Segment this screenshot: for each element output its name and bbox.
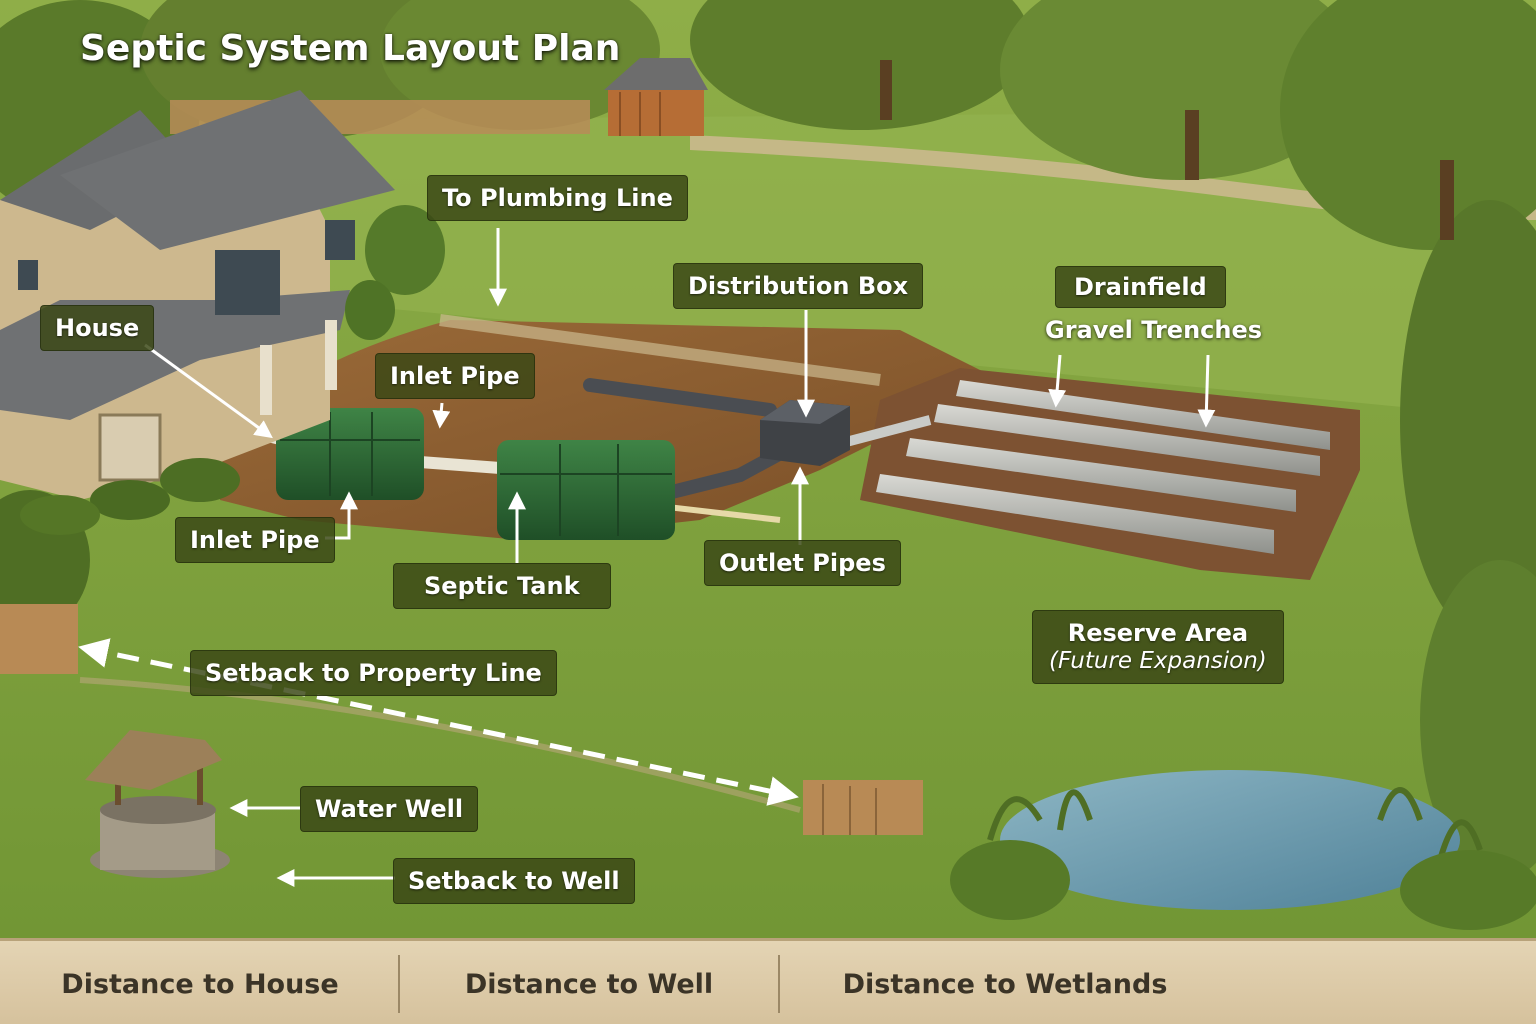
label-distribution-box-text: Distribution Box (688, 272, 909, 300)
label-drainfield: Drainfield (1055, 266, 1226, 308)
septic-tank-1 (276, 408, 424, 500)
background-trees (0, 0, 1536, 880)
label-distribution-box: Distribution Box (673, 263, 924, 309)
arrow-inlet-top (432, 402, 451, 429)
legend-distance-house: Distance to House (61, 968, 339, 1000)
arrow-house (144, 343, 273, 439)
label-house-text: House (55, 314, 140, 342)
label-water-well-text: Water Well (315, 795, 464, 823)
label-reserve-area-text: Reserve Area (1067, 619, 1249, 647)
label-setback-well: Setback to Well (393, 858, 635, 904)
label-setback-property-line-text: Setback to Property Line (205, 659, 542, 687)
shed (604, 58, 708, 136)
diagram-title: Septic System Layout Plan (80, 28, 621, 69)
label-setback-property-line: Setback to Property Line (190, 650, 557, 696)
label-to-plumbing-line: To Plumbing Line (427, 175, 688, 221)
label-inlet-pipe-left-text: Inlet Pipe (190, 526, 320, 554)
shrubs (20, 205, 445, 535)
legend-divider (778, 955, 780, 1013)
septic-tank-2 (497, 440, 675, 540)
label-setback-well-text: Setback to Well (408, 867, 620, 895)
distance-legend-bar: Distance to House Distance to Well Dista… (0, 938, 1536, 1024)
label-gravel-trenches: Gravel Trenches (1045, 316, 1263, 344)
label-future-expansion-text: (Future Expansion) (1049, 648, 1267, 674)
label-to-plumbing-line-text: To Plumbing Line (442, 184, 673, 212)
label-outlet-pipes-text: Outlet Pipes (719, 549, 886, 577)
label-inlet-pipe-top-text: Inlet Pipe (390, 362, 520, 390)
label-house: House (40, 305, 155, 351)
label-outlet-pipes: Outlet Pipes (704, 540, 901, 586)
fences (0, 604, 923, 835)
wetland-pond (950, 770, 1536, 930)
label-inlet-pipe-left: Inlet Pipe (175, 517, 335, 563)
legend-divider (398, 955, 400, 1013)
legend-distance-well: Distance to Well (464, 968, 714, 1000)
label-septic-tank: Septic Tank (393, 563, 611, 609)
label-reserve-area: Reserve Area (Future Expansion) (1032, 610, 1284, 684)
arrow-drainfield-right (1197, 354, 1216, 428)
arrow-drainfield-left (1048, 354, 1067, 408)
label-drainfield-text: Drainfield (1074, 273, 1207, 301)
label-water-well: Water Well (300, 786, 479, 832)
label-inlet-pipe-top: Inlet Pipe (375, 353, 535, 399)
legend-distance-wetlands: Distance to Wetlands (842, 968, 1168, 1000)
label-septic-tank-text: Septic Tank (424, 572, 580, 600)
